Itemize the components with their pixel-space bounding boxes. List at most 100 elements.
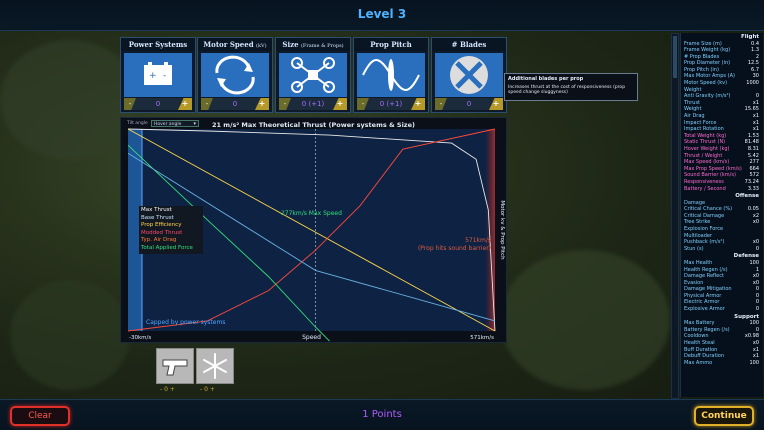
- stat-label: Explosive Armor: [684, 306, 725, 313]
- rotation-tile[interactable]: [201, 53, 269, 97]
- stat-label: Prop Diameter (in): [684, 60, 731, 67]
- stat-label: Frame Weight (kg): [684, 47, 731, 54]
- pistol-icon: [162, 359, 188, 376]
- stat-label: Max Speed (km/s): [684, 159, 730, 166]
- stat-value: 0.05: [747, 206, 759, 213]
- stats-section-flight: Flight: [740, 34, 759, 40]
- upgrade-card-power-systems[interactable]: Power Systems +--0+: [120, 37, 196, 113]
- card-title: Prop Pitch: [354, 38, 428, 51]
- stat-value: 0: [755, 299, 759, 306]
- stat-row: Critical Chance (%) 0.05: [681, 206, 763, 213]
- stat-value: x1: [752, 113, 759, 120]
- legend-item: Max Thrust: [141, 207, 172, 213]
- stat-label: Max Motor Amps (A): [684, 73, 735, 80]
- stat-value: 1.53: [747, 132, 759, 139]
- card-stepper: -0+: [124, 98, 192, 110]
- tooltip-body: Increases thrust at the cost of responsi…: [508, 85, 626, 95]
- blades-icon: [450, 56, 488, 94]
- stat-value: 5.42: [747, 152, 759, 159]
- stat-label: Critical Chance (%): [684, 206, 733, 213]
- bottom-bar: Clear 1 Points Continue: [0, 399, 764, 430]
- stat-value: x0: [752, 279, 759, 286]
- chevron-down-icon: ▾: [193, 121, 196, 127]
- stat-label: Debuff Duration: [684, 353, 725, 360]
- stat-label: Weight: [684, 86, 702, 93]
- stat-value: 81.48: [744, 139, 759, 146]
- stat-row: Motor Speed (kv) 1000: [681, 80, 763, 87]
- stat-value: 1000: [746, 80, 759, 87]
- stat-value: 0: [755, 292, 759, 299]
- stat-value: x1: [752, 126, 759, 133]
- stat-label: Buff Duration: [684, 346, 718, 353]
- upgrade-card-prop-pitch[interactable]: Prop Pitch -0 (+1)+: [353, 37, 429, 113]
- legend-item: Total Applied Force: [141, 244, 193, 251]
- stats-scrollbar[interactable]: [671, 33, 679, 399]
- stat-value: 6.7: [751, 66, 759, 73]
- card-subtitle: (kV): [256, 43, 267, 49]
- stat-row: Max Prop Speed (km/s)664: [681, 166, 763, 173]
- stat-label: Motor Speed (kv): [684, 80, 728, 87]
- stat-row: Anti Gravity (m/s²)0: [681, 93, 763, 100]
- quadcopter-tile[interactable]: [279, 53, 347, 97]
- battery-icon: +-: [144, 62, 172, 85]
- blades-tile[interactable]: [435, 53, 503, 97]
- background-foliage: [500, 250, 670, 390]
- stat-label: Thrust / Weight: [684, 152, 723, 159]
- pitch-tile[interactable]: [357, 53, 425, 97]
- stat-row: Sound Barrier (km/s)572: [681, 172, 763, 179]
- ability-snowflake-controls[interactable]: - 0 +: [200, 386, 215, 393]
- ability-slot-snowflake[interactable]: [196, 348, 234, 384]
- upgrade-card-motor-speed[interactable]: Motor Speed (kV)-0+: [197, 37, 273, 113]
- ability-pistol-controls[interactable]: - 0 +: [160, 386, 175, 393]
- stat-value: 664: [749, 165, 759, 172]
- upgrade-card-size[interactable]: Size (Frame & Props)-0 (+1)+: [275, 37, 351, 113]
- tilt-angle-select[interactable]: Hover angle ▾: [151, 120, 199, 127]
- stat-label: # Prop Blades: [684, 53, 720, 60]
- scrollbar-thumb[interactable]: [673, 36, 677, 78]
- stat-row: Stun (s)0: [681, 246, 763, 253]
- rotation-icon: [215, 55, 255, 95]
- stat-value: 0: [755, 326, 759, 333]
- stat-label: Health Steal: [684, 339, 715, 346]
- stat-row: Multiloader: [681, 233, 763, 240]
- stat-value: 8.31: [747, 146, 759, 152]
- stat-value: x1: [752, 99, 759, 106]
- max-speed-annotation: 277km/s Max Speed: [281, 210, 342, 217]
- stat-row: Electric Armor 0: [681, 299, 763, 306]
- pitch-icon: [362, 59, 420, 91]
- ability-slot-pistol[interactable]: [156, 348, 194, 384]
- stat-value: 0: [755, 245, 759, 252]
- stat-label: Explosion Force: [684, 226, 724, 233]
- stat-label: Impact Rotation: [684, 126, 724, 133]
- stat-label: Impact Force: [684, 119, 717, 126]
- stat-row: Air Drag x1: [681, 113, 763, 120]
- continue-button[interactable]: Continue: [694, 406, 754, 426]
- chart-title: 21 m/s² Max Theoretical Thrust (Power sy…: [212, 121, 415, 129]
- points-counter: 1 Points: [362, 409, 402, 420]
- stat-row: Max Speed (km/s) 277: [681, 159, 763, 166]
- card-title-text: Motor Speed: [203, 40, 254, 49]
- blades-tooltip: Additional blades per prop Increases thr…: [504, 73, 638, 101]
- upgrade-card-blades[interactable]: # Blades -0+: [431, 37, 507, 113]
- stat-label: Health Regen (/s): [684, 266, 728, 273]
- stat-value: 277: [749, 159, 759, 166]
- stat-label: Air Drag: [684, 113, 705, 120]
- sound-barrier-annotation: 571km/s: [465, 237, 491, 244]
- background-foliage: [10, 280, 130, 390]
- legend-item: Typ. Air Drag: [141, 237, 177, 243]
- battery-tile[interactable]: +-: [124, 53, 192, 97]
- stat-value: 0.4: [751, 40, 759, 47]
- clear-button[interactable]: Clear: [10, 406, 70, 426]
- stat-label: Electric Armor: [684, 299, 720, 306]
- stat-label: Damage Reflect: [684, 273, 724, 280]
- stat-row: Max Motor Amps (A)30: [681, 73, 763, 80]
